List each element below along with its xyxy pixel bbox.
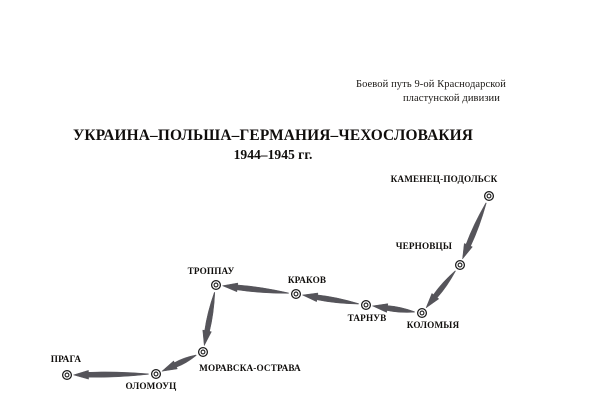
city-node-backdrop bbox=[210, 279, 222, 291]
city-node-backdrop bbox=[150, 368, 162, 380]
city-node-inner-ring bbox=[363, 302, 369, 308]
city-label: ПРАГА bbox=[50, 354, 82, 364]
city-node-backdrop bbox=[290, 288, 302, 300]
city-node-outer-ring bbox=[150, 368, 162, 380]
city-node-outer-ring bbox=[416, 307, 428, 319]
city-node-backdrop bbox=[360, 299, 372, 311]
route-arrow bbox=[302, 292, 359, 305]
city-label: ОЛОМОУЦ bbox=[125, 381, 177, 391]
route-arrow bbox=[202, 292, 216, 346]
city-node[interactable] bbox=[483, 190, 495, 202]
city-node-backdrop bbox=[61, 369, 73, 381]
city-node-outer-ring bbox=[483, 190, 495, 202]
city-node-inner-ring bbox=[486, 193, 492, 199]
city-node[interactable] bbox=[150, 368, 162, 380]
city-node-inner-ring bbox=[64, 372, 70, 378]
city-node-inner-ring bbox=[213, 282, 219, 288]
city-node[interactable] bbox=[210, 279, 222, 291]
city-label: ТАРНУВ bbox=[347, 313, 387, 323]
city-nodes-layer bbox=[61, 190, 495, 381]
city-node[interactable] bbox=[416, 307, 428, 319]
city-node[interactable] bbox=[61, 369, 73, 381]
city-label: МОРАВСКА-ОСТРАВА bbox=[199, 363, 301, 373]
city-node-outer-ring bbox=[210, 279, 222, 291]
route-arrow bbox=[462, 202, 487, 260]
city-node-outer-ring bbox=[360, 299, 372, 311]
route-arrow bbox=[222, 282, 289, 294]
caption-line-2: пластунской дивизии bbox=[402, 93, 500, 104]
city-node-backdrop bbox=[483, 190, 495, 202]
city-node-inner-ring bbox=[293, 291, 299, 297]
city-node-inner-ring bbox=[200, 349, 206, 355]
city-node-inner-ring bbox=[153, 371, 159, 377]
city-node-outer-ring bbox=[290, 288, 302, 300]
page-title: УКРАИНА–ПОЛЬША–ГЕРМАНИЯ–ЧЕХОСЛОВАКИЯ bbox=[72, 127, 474, 144]
city-node-inner-ring bbox=[419, 310, 425, 316]
city-label: КОЛОМЫЯ bbox=[406, 320, 460, 330]
city-label: ЧЕРНОВЦЫ bbox=[395, 241, 452, 251]
city-node[interactable] bbox=[197, 346, 209, 358]
page-subtitle: 1944–1945 гг. bbox=[233, 147, 313, 162]
route-arrow bbox=[372, 303, 415, 313]
city-node-outer-ring bbox=[61, 369, 73, 381]
route-arrow bbox=[161, 354, 197, 372]
routes-layer bbox=[73, 202, 487, 380]
caption-line-1: Боевой путь 9-ой Краснодарской bbox=[355, 79, 506, 90]
city-node[interactable] bbox=[360, 299, 372, 311]
city-node-inner-ring bbox=[457, 262, 463, 268]
city-node-backdrop bbox=[454, 259, 466, 271]
city-node[interactable] bbox=[454, 259, 466, 271]
route-arrow bbox=[425, 270, 456, 309]
city-node-outer-ring bbox=[197, 346, 209, 358]
city-label: КАМЕНЕЦ-ПОДОЛЬСК bbox=[390, 174, 498, 184]
city-label: ТРОППАУ bbox=[187, 266, 235, 276]
city-node[interactable] bbox=[290, 288, 302, 300]
route-arrow bbox=[73, 370, 149, 380]
city-label: КРАКОВ bbox=[287, 275, 327, 285]
city-node-backdrop bbox=[197, 346, 209, 358]
city-node-backdrop bbox=[416, 307, 428, 319]
title-block: УКРАИНА–ПОЛЬША–ГЕРМАНИЯ–ЧЕХОСЛОВАКИЯ 194… bbox=[0, 126, 546, 163]
city-node-outer-ring bbox=[454, 259, 466, 271]
caption-block: Боевой путь 9-ой Краснодарской пластунск… bbox=[250, 78, 506, 106]
